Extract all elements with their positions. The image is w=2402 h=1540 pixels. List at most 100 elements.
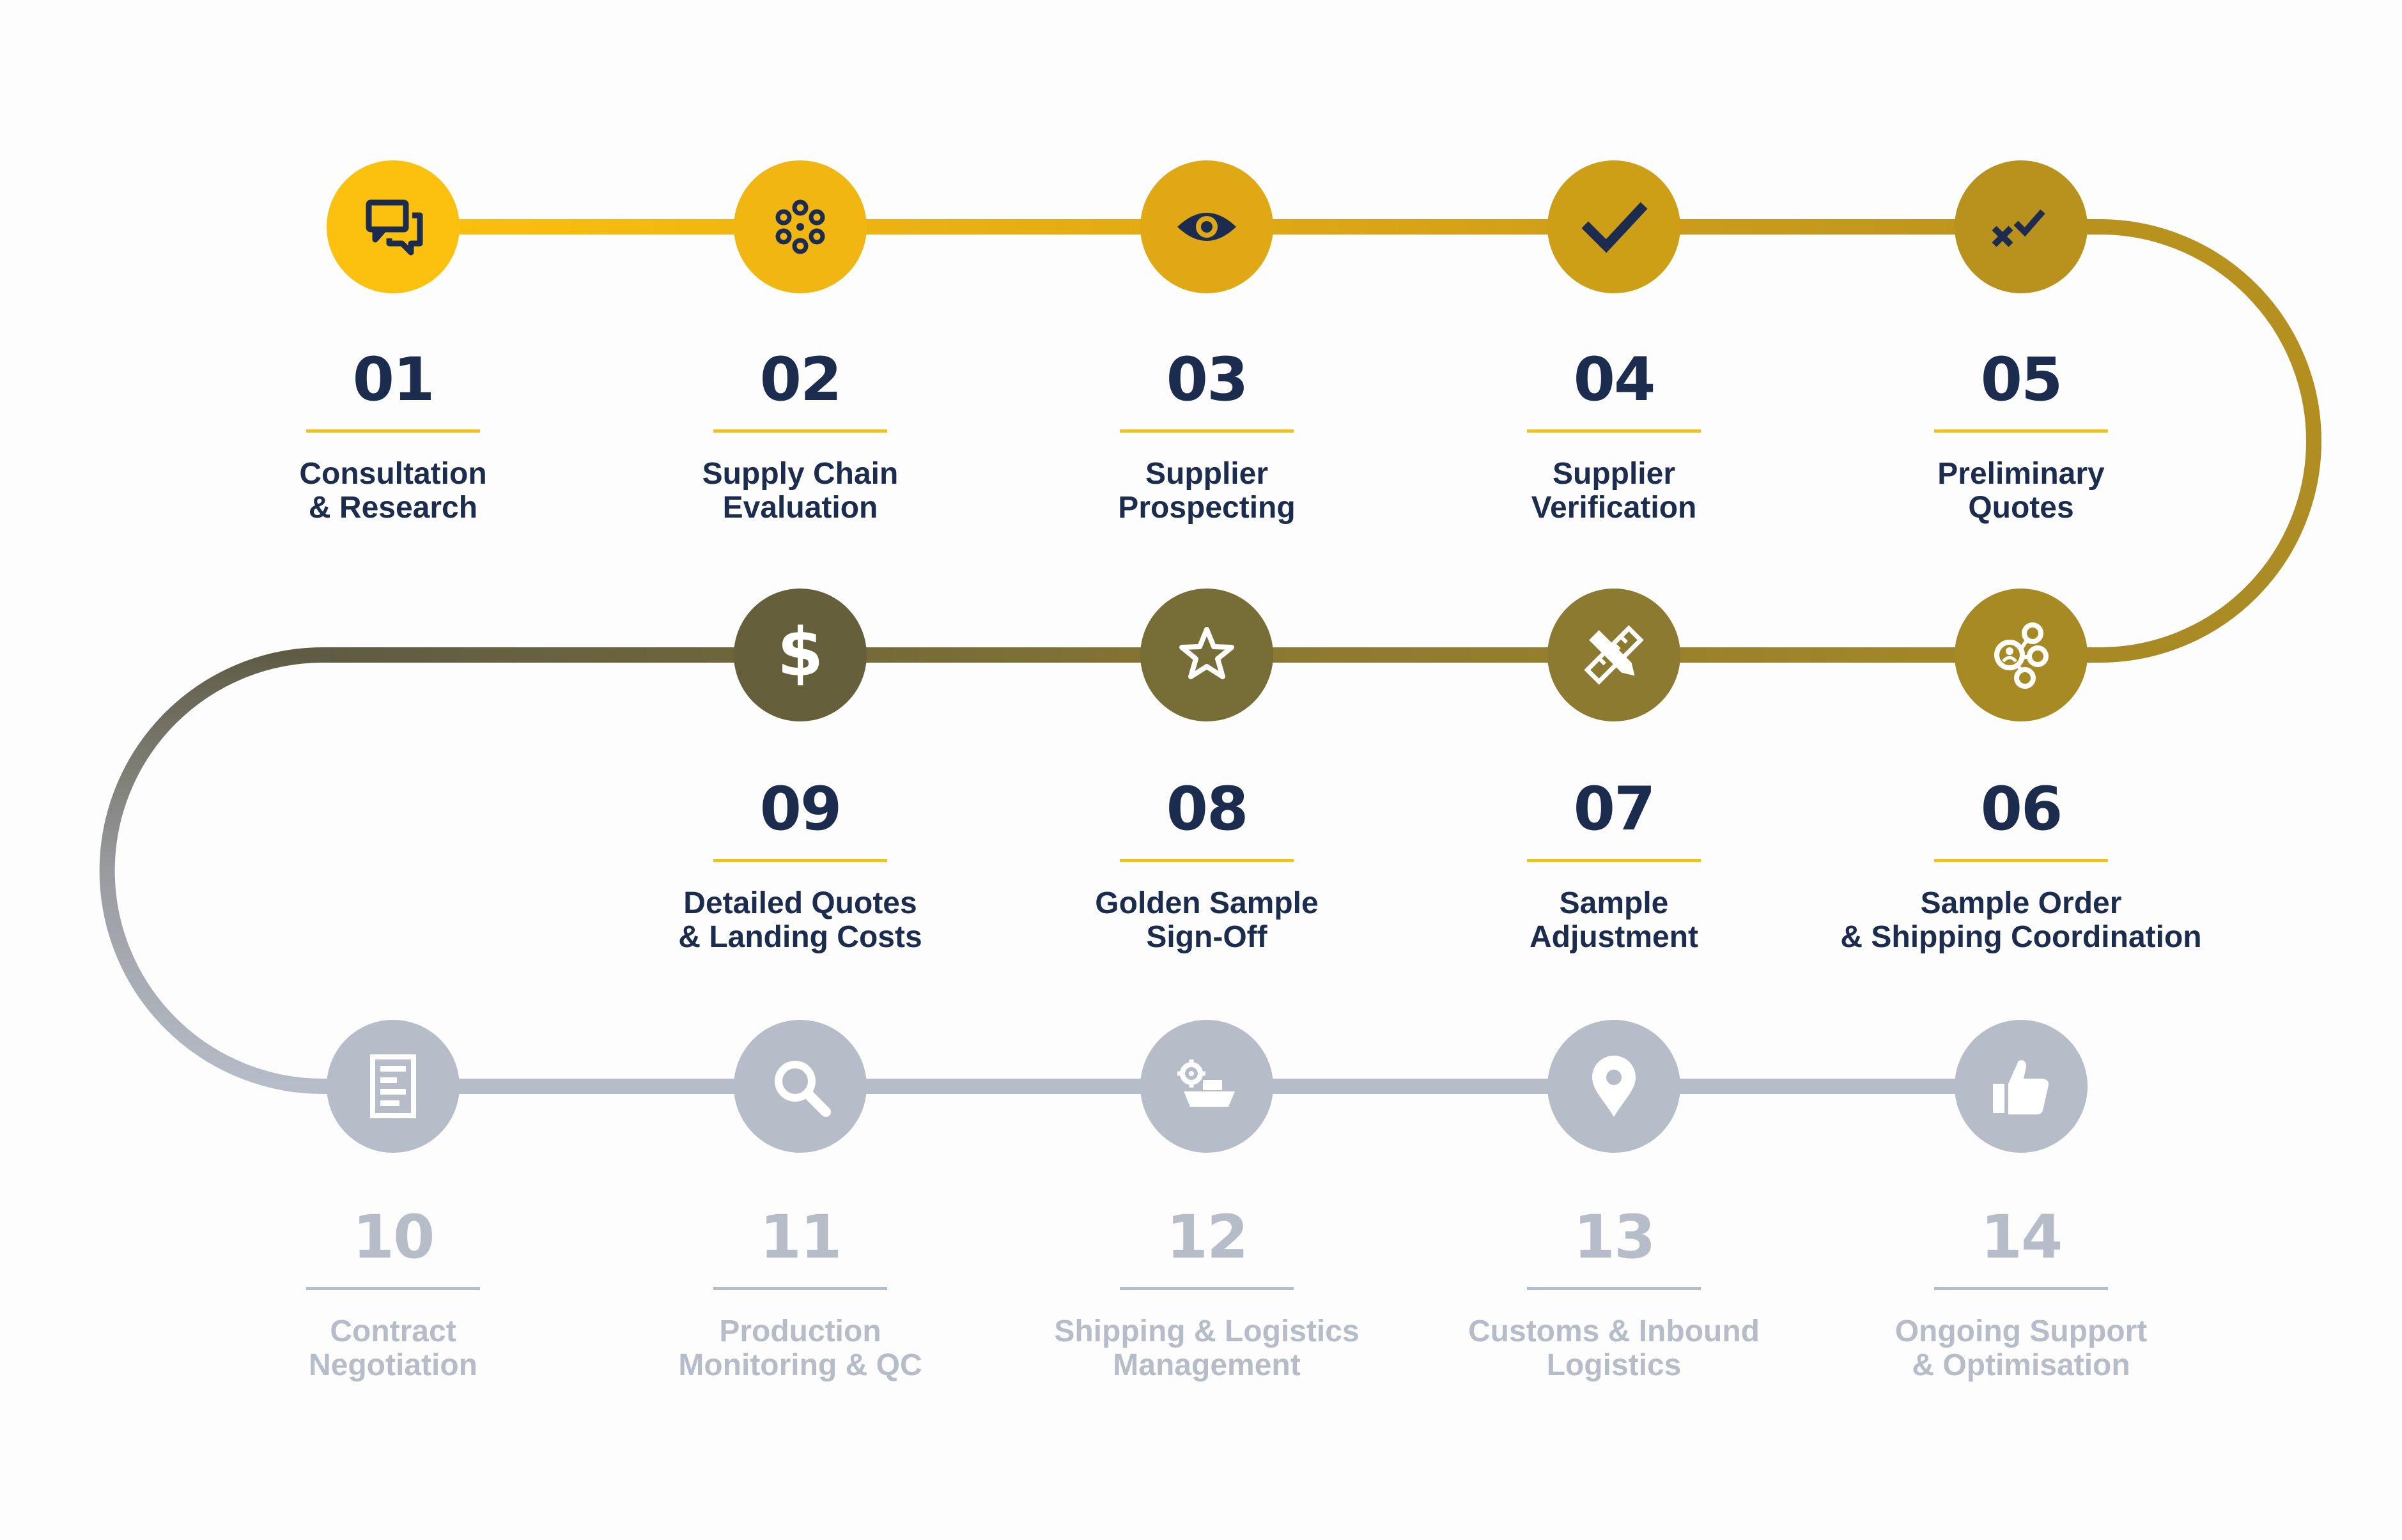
step-03-node <box>1140 160 1273 293</box>
step-13-node <box>1547 1020 1680 1153</box>
step-label-line-1: Supplier <box>1552 457 1676 491</box>
step-04-circle <box>1547 160 1680 293</box>
step-label-line-2: Management <box>1113 1348 1301 1382</box>
step-number: 05 <box>1980 345 2063 415</box>
step-label: Sample Order& Shipping Coordination <box>1817 886 2226 954</box>
step-12-node <box>1140 1020 1273 1153</box>
step-number: 12 <box>1166 1203 1249 1272</box>
svg-text:$: $ <box>777 613 823 691</box>
step-label-line-1: Shipping & Logistics <box>1054 1314 1360 1348</box>
step-label-line-2: Logistics <box>1546 1348 1682 1382</box>
checkmark-icon <box>1581 202 1648 253</box>
step-label-line-2: Negotiation <box>309 1348 477 1382</box>
step-01-node <box>327 160 460 293</box>
step-label-line-1: Ongoing Support <box>1894 1314 2148 1348</box>
star-icon <box>1179 627 1234 679</box>
step-07-node <box>1547 589 1680 721</box>
step-number: 11 <box>759 1203 842 1272</box>
step-divider <box>713 429 887 433</box>
step-number: 07 <box>1573 774 1656 844</box>
ruler-pencil-icon <box>1584 625 1644 685</box>
step-divider <box>1934 429 2108 433</box>
step-label-line-1: Golden Sample <box>1095 886 1319 920</box>
step-label-line-1: Supplier <box>1145 457 1269 491</box>
step-09-node: $ <box>734 589 867 721</box>
step-divider <box>1934 1287 2108 1290</box>
step-divider <box>713 1287 887 1290</box>
chat-bubbles-icon <box>366 199 423 256</box>
step-divider <box>1120 859 1294 862</box>
step-label: Detailed Quotes& Landing Costs <box>596 886 1005 954</box>
step-04-node <box>1547 160 1680 293</box>
step-divider <box>306 1287 480 1290</box>
track-curve-left <box>99 647 332 1094</box>
thumbs-up-icon <box>1993 1060 2049 1114</box>
step-label-line-1: Sample Order <box>1920 886 2122 920</box>
step-label-line-2: & Landing Costs <box>678 920 922 954</box>
step-label-line-1: Consultation <box>299 457 487 491</box>
track-curve-right <box>2089 219 2321 663</box>
step-divider <box>713 859 887 862</box>
step-14-node <box>1955 1020 2088 1153</box>
step-divider <box>1120 429 1294 433</box>
step-label-line-2: Prospecting <box>1118 491 1296 525</box>
step-label-line-2: Monitoring & QC <box>678 1348 922 1382</box>
network-nodes-icon <box>775 199 825 254</box>
step-number: 10 <box>352 1203 435 1272</box>
step-label-line-1: Detailed Quotes <box>683 886 917 920</box>
step-label-line-2: Verification <box>1531 491 1697 525</box>
step-number: 08 <box>1166 774 1249 844</box>
step-10-node <box>327 1020 460 1153</box>
step-label-line-1: Sample <box>1559 886 1669 920</box>
step-label-line-1: Customs & Inbound <box>1468 1314 1760 1348</box>
cross-check-icon <box>1992 209 2045 247</box>
step-number: 03 <box>1166 345 1249 415</box>
step-label-line-1: Supply Chain <box>702 457 899 491</box>
people-network-icon <box>1994 622 2049 689</box>
step-divider <box>306 429 480 433</box>
step-label-line-1: Production <box>719 1314 881 1348</box>
step-label-line-2: Quotes <box>1968 491 2074 525</box>
step-label-line-1: Preliminary <box>1937 457 2105 491</box>
magnifier-icon <box>775 1061 831 1117</box>
step-11-circle <box>734 1020 867 1153</box>
dollar-icon: $ <box>777 613 823 691</box>
step-label-line-1: Contract <box>330 1314 456 1348</box>
step-label-line-2: Evaluation <box>722 491 878 525</box>
step-number: 04 <box>1573 345 1656 415</box>
step-label-line-2: & Optimisation <box>1912 1348 2130 1382</box>
step-number: 14 <box>1980 1203 2063 1272</box>
step-label-line-2: Adjustment <box>1530 920 1698 954</box>
step-divider <box>1527 1287 1701 1290</box>
step-label-line-2: Sign-Off <box>1146 920 1267 954</box>
step-label-line-2: & Research <box>308 491 478 525</box>
step-11-node <box>734 1020 867 1153</box>
step-number: 13 <box>1573 1203 1656 1272</box>
eye-icon <box>1177 213 1236 241</box>
step-08-circle <box>1140 589 1273 721</box>
step-label: Consultation& Research <box>189 457 598 525</box>
step-number: 01 <box>352 345 435 415</box>
step-label-line-2: & Shipping Coordination <box>1840 920 2202 954</box>
step-divider <box>1120 1287 1294 1290</box>
document-icon <box>370 1054 416 1118</box>
